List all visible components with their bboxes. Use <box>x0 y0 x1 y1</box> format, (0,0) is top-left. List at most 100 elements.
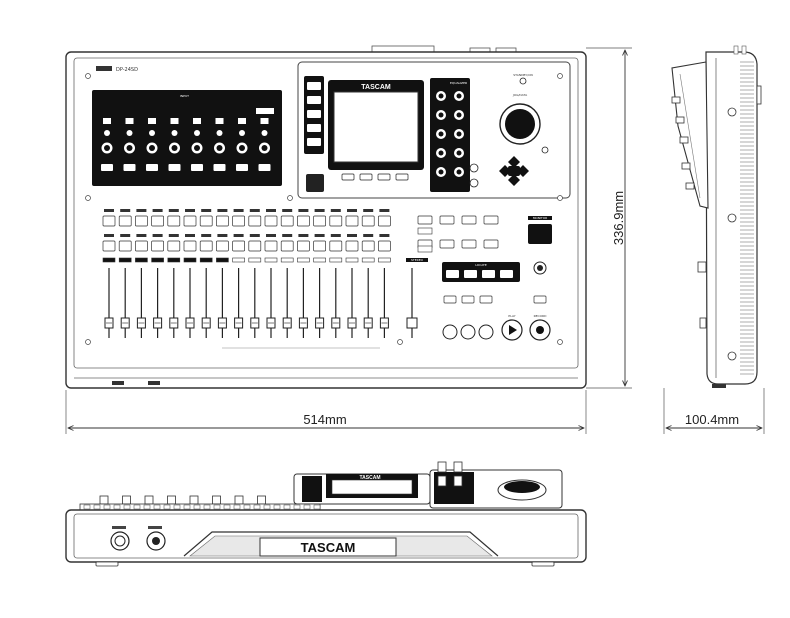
mode-button <box>417 245 433 253</box>
eq-knob-center <box>456 112 462 118</box>
select-led <box>136 234 147 237</box>
front-button <box>233 504 241 510</box>
select-led <box>249 234 260 237</box>
screw <box>557 339 563 345</box>
jog-dial <box>505 109 535 139</box>
rec-button <box>361 215 375 227</box>
channel-number <box>280 257 294 263</box>
select-led <box>152 234 163 237</box>
mode-button <box>483 215 499 225</box>
front-lcd-brand: TASCAM <box>359 475 380 481</box>
input-knobs <box>100 108 274 171</box>
channel-number <box>183 257 197 263</box>
trim-knob-center <box>126 145 133 151</box>
function-key <box>377 173 391 181</box>
select-button <box>248 240 262 252</box>
trim-knob-center <box>261 145 268 151</box>
screw <box>397 339 403 345</box>
trim-knob-center <box>104 145 110 151</box>
front-button <box>213 504 221 510</box>
front-button <box>193 504 201 510</box>
channel-led <box>379 209 390 212</box>
front-button <box>203 504 211 510</box>
eq-knob-center <box>438 169 444 175</box>
select-led <box>314 234 325 237</box>
side-knob <box>685 182 695 190</box>
source-button <box>191 164 203 171</box>
front-eq-knob <box>453 461 463 473</box>
function-key <box>395 173 409 181</box>
stereo-fader-knob <box>406 317 418 329</box>
led-indicator <box>216 130 223 136</box>
mode-button <box>461 239 477 249</box>
front-knob <box>167 495 176 505</box>
channel-led <box>217 209 228 212</box>
select-button <box>345 240 359 252</box>
channel-number <box>313 257 326 263</box>
channel-number <box>167 257 181 263</box>
eq-knob-center <box>438 131 444 137</box>
select-button <box>280 240 294 252</box>
select-led <box>379 234 390 237</box>
function-keys <box>341 173 409 181</box>
select-led <box>104 234 114 237</box>
front-button <box>153 504 161 510</box>
select-led <box>266 234 276 237</box>
select-led <box>217 234 228 237</box>
gain-switch <box>260 118 269 124</box>
rec-button <box>248 215 262 227</box>
depth-label: 336.9mm <box>611 191 626 245</box>
source-button <box>236 164 248 171</box>
trim-knob-center <box>216 145 223 151</box>
rec-button <box>264 215 278 227</box>
mode-button <box>461 215 477 225</box>
select-led <box>347 234 357 237</box>
function-key <box>359 173 373 181</box>
lcd-brand: TASCAM <box>361 84 391 91</box>
front-button <box>133 504 141 510</box>
led-indicator <box>194 130 200 136</box>
source-button <box>123 164 136 171</box>
front-button <box>243 504 251 510</box>
gain-switch <box>238 118 246 124</box>
screw <box>85 195 91 201</box>
front-knob <box>122 495 131 505</box>
front-button <box>263 504 271 510</box>
rec-button <box>216 215 229 227</box>
rec-button <box>378 215 391 227</box>
front-knob <box>234 495 244 505</box>
eq-knob-center <box>438 150 444 156</box>
channel-led <box>282 209 293 212</box>
channel-number <box>248 257 262 263</box>
channel-led <box>249 209 260 212</box>
select-led <box>201 234 212 237</box>
channel-led <box>330 209 341 212</box>
led-indicator <box>239 130 245 136</box>
led-indicator <box>126 130 133 136</box>
channel-led <box>201 209 212 212</box>
source-button <box>168 164 181 171</box>
channel-number <box>329 257 343 263</box>
side-knob <box>681 162 691 170</box>
source-button <box>146 164 158 171</box>
channel-led <box>120 209 131 212</box>
front-button <box>93 504 101 510</box>
edit-button <box>461 295 475 304</box>
front-button <box>303 504 311 510</box>
front-button <box>293 504 301 510</box>
front-button <box>173 504 181 510</box>
record-label: RECORD <box>534 314 548 318</box>
input-section <box>92 90 282 186</box>
locate-label: LOCATE <box>475 263 487 267</box>
mode-button <box>439 239 455 249</box>
front-knob <box>257 495 266 505</box>
channel-led <box>168 209 179 212</box>
edit-button <box>443 295 457 304</box>
front-knob <box>189 495 199 505</box>
edit-button <box>479 295 493 304</box>
menu-button <box>307 138 321 146</box>
display-side-buttons <box>307 82 321 146</box>
eq-knob-center <box>456 150 462 156</box>
source-button <box>101 164 113 171</box>
front-button <box>273 504 281 510</box>
